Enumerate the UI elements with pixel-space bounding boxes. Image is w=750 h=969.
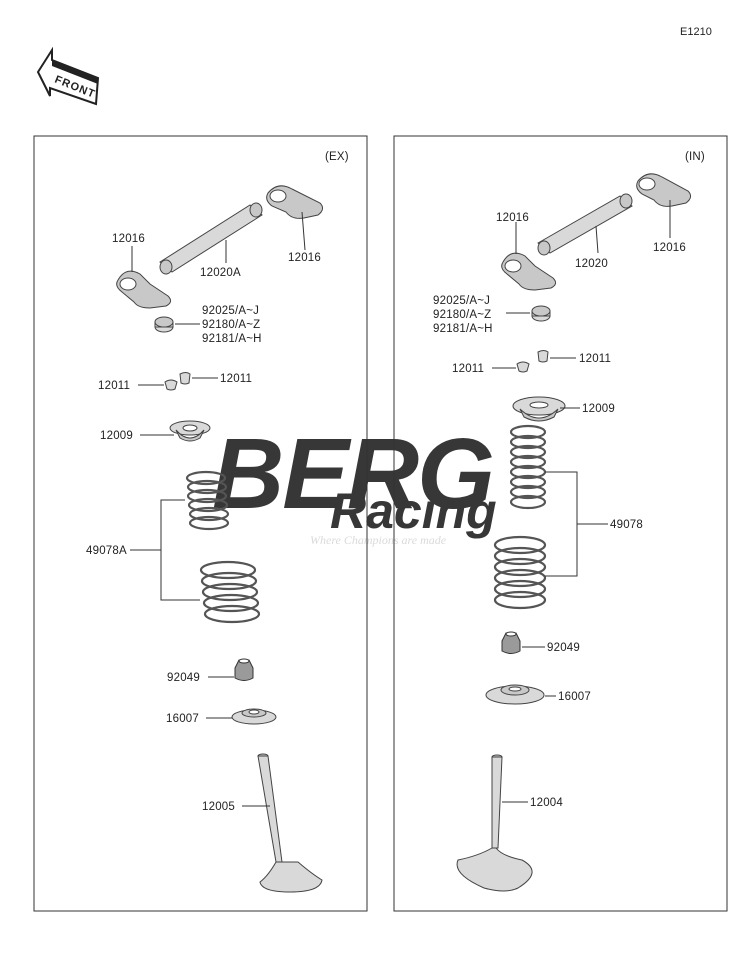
in-label-springs: 49078: [610, 519, 643, 531]
panel-exhaust-frame: [33, 135, 368, 912]
watermark-tagline: Where Champions are made: [310, 533, 447, 547]
ex-label-keeper-left: 12011: [98, 380, 130, 392]
ex-spring-retainer[interactable]: [169, 420, 211, 442]
ex-outer-spring[interactable]: [199, 560, 261, 624]
ex-label-retainer: 12009: [100, 430, 133, 442]
in-label-valve: 12004: [530, 797, 563, 809]
watermark-berg: BERG: [212, 418, 493, 530]
panel-intake: (IN) 12016 12020 12016 92025/A~J: [393, 135, 728, 912]
in-shim[interactable]: [531, 305, 551, 322]
panel-intake-tag: (IN): [685, 151, 705, 163]
watermark: BERG Racing Where Champions are made: [212, 418, 497, 547]
in-inner-spring[interactable]: [509, 424, 547, 510]
ex-rocker-shaft[interactable]: [159, 202, 263, 275]
ex-label-rocker-right: 12016: [288, 252, 321, 264]
ex-label-shim-1: 92025/A~J: [202, 305, 259, 317]
in-label-keeper-left: 12011: [452, 363, 484, 375]
in-rocker-arm-left[interactable]: [501, 252, 557, 291]
panel-exhaust-tag: (EX): [325, 151, 349, 163]
ex-valve-keepers[interactable]: [164, 372, 191, 391]
ex-label-keeper-right: 12011: [220, 373, 252, 385]
in-label-shim-3: 92181/A~H: [433, 323, 493, 335]
in-outer-spring[interactable]: [493, 535, 547, 610]
ex-inner-spring[interactable]: [185, 470, 230, 531]
in-label-shaft: 12020: [575, 258, 608, 270]
in-label-rocker-left: 12016: [496, 212, 529, 224]
panel-intake-frame: [393, 135, 728, 912]
ex-rocker-arm-left[interactable]: [116, 270, 172, 309]
in-spring-seat[interactable]: [485, 684, 545, 705]
ex-label-shim-3: 92181/A~H: [202, 333, 262, 345]
panel-exhaust: (EX) 12016 12020A 12016 92025/A~: [33, 135, 368, 912]
in-label-retainer: 12009: [582, 403, 615, 415]
ex-label-shim-2: 92180/A~Z: [202, 319, 260, 331]
in-label-shim-2: 92180/A~Z: [433, 309, 491, 321]
ex-label-valve: 12005: [202, 801, 235, 813]
ex-shim[interactable]: [154, 316, 174, 333]
in-label-seat: 16007: [558, 691, 591, 703]
ex-spring-seat[interactable]: [231, 708, 277, 725]
ex-label-seat: 16007: [166, 713, 199, 725]
in-label-keeper-right: 12011: [579, 353, 611, 365]
in-label-shim-1: 92025/A~J: [433, 295, 490, 307]
ex-label-shaft: 12020A: [200, 267, 241, 279]
watermark-racing: Racing: [330, 483, 497, 539]
in-label-rocker-right: 12016: [653, 242, 686, 254]
ex-label-seal: 92049: [167, 672, 200, 684]
in-rocker-shaft[interactable]: [537, 193, 633, 256]
ex-label-springs: 49078A: [86, 545, 127, 557]
in-label-seal: 92049: [547, 642, 580, 654]
in-spring-retainer[interactable]: [512, 396, 566, 422]
ex-label-rocker-left: 12016: [112, 233, 145, 245]
in-valve[interactable]: [456, 754, 533, 892]
in-stem-seal[interactable]: [501, 631, 521, 654]
ex-valve[interactable]: [257, 753, 323, 893]
in-rocker-arm-right[interactable]: [636, 173, 692, 207]
diagram-code: E1210: [680, 26, 712, 38]
ex-rocker-arm-right[interactable]: [266, 185, 324, 219]
in-valve-keepers[interactable]: [516, 350, 549, 373]
ex-stem-seal[interactable]: [234, 658, 254, 681]
front-arrow-icon: FRONT: [36, 46, 100, 106]
